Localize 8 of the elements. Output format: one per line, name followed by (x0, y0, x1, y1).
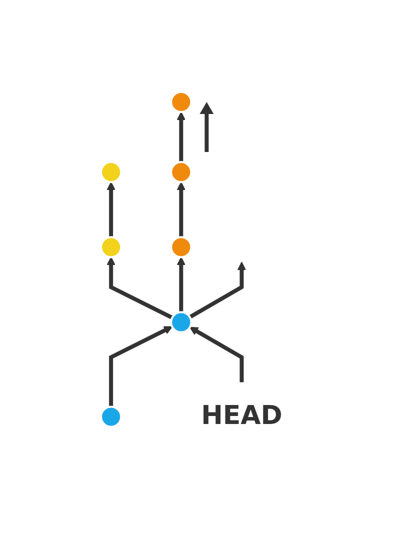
commit-circle (170, 236, 193, 258)
commit-circle (100, 160, 122, 184)
commit-circle (170, 311, 193, 334)
commit-circle (100, 236, 122, 258)
commit-circle (170, 160, 193, 184)
commit-circle (170, 90, 193, 113)
commit-circle (100, 406, 122, 428)
pointer-label: HEAD (201, 401, 283, 432)
